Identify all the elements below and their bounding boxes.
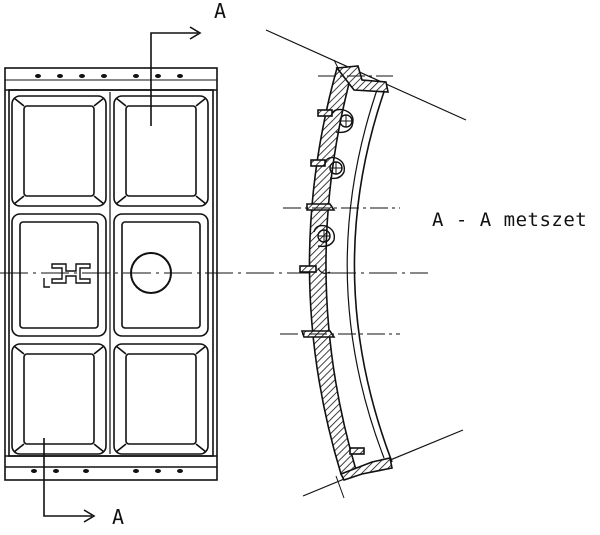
section-marker-bottom: A — [112, 505, 125, 529]
section-arrow-top — [150, 26, 202, 126]
pocket-r3-c1 — [11, 343, 107, 455]
pocket-r2-c2 — [113, 213, 209, 337]
pocket-r2-c1 — [11, 213, 107, 337]
rib-lug-1 — [331, 108, 354, 134]
section-marker-top: A — [214, 0, 227, 23]
beam-symbol — [43, 263, 91, 288]
front-view — [4, 26, 218, 523]
panel-outer-frame — [4, 67, 218, 481]
pocket-r1-c2 — [113, 95, 209, 207]
rib-lug-2 — [324, 156, 346, 180]
bottom-flange — [339, 457, 393, 481]
section-arrow-bottom — [43, 438, 96, 523]
section-view — [265, 29, 467, 499]
section-title: A - A metszet — [432, 209, 588, 231]
pocket-r3-c2 — [113, 343, 209, 455]
shell-inner-arc — [353, 85, 393, 463]
pocket-r1-c1 — [11, 95, 107, 207]
top-bolt-holes — [35, 74, 183, 78]
rib-lug-3 — [313, 224, 336, 248]
bottom-bolt-holes — [31, 469, 183, 473]
top-flange — [335, 65, 389, 93]
